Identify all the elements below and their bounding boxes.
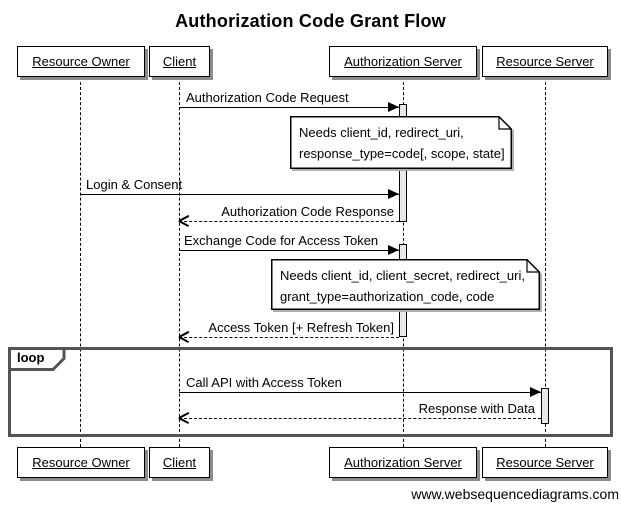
participant-label: Client [162,54,197,69]
message-line [179,418,541,419]
lifeline-client [179,77,180,447]
diagram-title: Authorization Code Grant Flow [175,11,446,31]
message-line [179,107,399,108]
note-text: Needs client_id, client_secret, redirect… [280,265,525,307]
participant-label: Authorization Server [344,455,462,470]
note-line: response_type=code[, scope, state] [299,146,505,161]
message-line [179,392,541,393]
loop-operator-label: loop [17,350,45,365]
participant-label: Authorization Server [344,54,462,69]
participant-box-resource-owner-bottom: Resource Owner [17,447,145,478]
note-line: Needs client_id, client_secret, redirect… [280,268,525,283]
note-line: grant_type=authorization_code, code [280,289,495,304]
arrowhead-open-icon [179,215,191,227]
participant-label: Resource Server [496,455,594,470]
message-line [179,221,399,222]
message-line [179,337,399,338]
lifeline-resource-owner [80,77,81,447]
loop-tab-icon [8,347,66,371]
message-label: Login & Consent [86,177,183,192]
message-label: Access Token [+ Refresh Token] [208,320,394,335]
participant-label: Resource Owner [32,54,130,69]
note-authorization-request-params: Needs client_id, redirect_uri, response_… [290,116,512,169]
participant-box-resource-server-top: Resource Server [482,46,608,77]
arrowhead-open-icon [179,331,191,343]
message-label: Authorization Code Request [186,90,349,105]
participant-box-resource-owner-top: Resource Owner [17,46,145,77]
message-line [81,194,399,195]
participant-box-resource-server-bottom: Resource Server [482,447,608,478]
arrowhead-solid-icon [530,387,541,397]
participant-box-client-bottom: Client [149,447,210,478]
participant-box-authorization-server-bottom: Authorization Server [329,447,477,478]
arrowhead-solid-icon [388,189,399,199]
participant-label: Resource Owner [32,455,130,470]
note-shape-icon [271,259,540,310]
watermark-url: www.websequencediagrams.com [411,486,619,502]
loop-frame [8,347,613,437]
note-token-request-params: Needs client_id, client_secret, redirect… [271,259,540,310]
message-label: Response with Data [418,401,535,416]
participant-label: Client [162,455,197,470]
note-line: Needs client_id, redirect_uri, [299,125,464,140]
message-label: Exchange Code for Access Token [184,233,379,248]
participant-label: Resource Server [496,54,594,69]
message-label: Call API with Access Token [186,375,342,390]
arrowhead-open-icon [179,412,191,424]
note-shape-icon [290,116,512,169]
participant-box-client-top: Client [149,46,210,77]
lifeline-resource-server [545,77,546,447]
arrowhead-solid-icon [388,102,399,112]
message-line [179,250,399,251]
note-text: Needs client_id, redirect_uri, response_… [299,122,505,164]
arrowhead-solid-icon [388,245,399,255]
message-label: Authorization Code Response [221,204,394,219]
participant-box-authorization-server-top: Authorization Server [329,46,477,77]
activation-resource-server [541,388,549,424]
